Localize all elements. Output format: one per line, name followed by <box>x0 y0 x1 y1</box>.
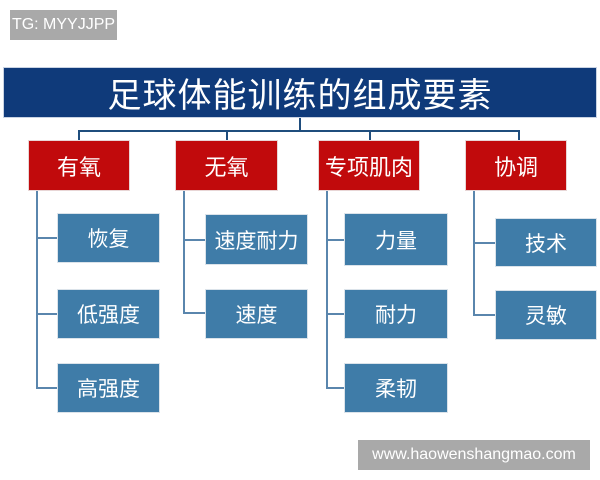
item-label: 恢复 <box>87 227 130 251</box>
item-speed: 速度 <box>205 289 308 339</box>
item-high-intensity: 高强度 <box>57 363 160 413</box>
item-agility: 灵敏 <box>495 290 597 340</box>
connector-branch <box>183 239 205 241</box>
watermark-website: www.haowenshangmao.com <box>358 440 590 470</box>
item-label: 速度 <box>235 303 278 327</box>
connector-vertical-coordination <box>473 191 475 316</box>
item-recovery: 恢复 <box>57 213 160 263</box>
item-label: 柔韧 <box>375 377 417 401</box>
item-endurance: 耐力 <box>344 289 448 339</box>
connector-drop-1 <box>78 130 80 140</box>
category-label: 有氧 <box>56 155 101 181</box>
watermark-telegram: TG: MYYJJPP <box>10 10 117 40</box>
connector-branch <box>36 237 57 239</box>
connector-vertical-muscle <box>326 191 328 389</box>
connector-branch <box>326 239 344 241</box>
connector-drop-3 <box>369 130 371 140</box>
item-label: 技术 <box>525 231 567 256</box>
category-label: 协调 <box>493 155 538 181</box>
item-label: 高强度 <box>77 377 140 401</box>
item-label: 速度耐力 <box>214 228 299 253</box>
connector-branch <box>326 387 344 389</box>
connector-branch <box>183 312 205 314</box>
connector-vertical-anaerobic <box>183 191 185 314</box>
item-label: 力量 <box>375 228 417 253</box>
category-specific-muscle: 专项肌肉 <box>318 140 420 191</box>
category-label: 专项肌肉 <box>324 155 413 181</box>
connector-title-stem <box>299 118 301 131</box>
category-coordination: 协调 <box>465 140 567 191</box>
category-label: 无氧 <box>204 155 249 181</box>
item-label: 耐力 <box>375 303 417 327</box>
category-aerobic: 有氧 <box>28 140 130 191</box>
item-label: 低强度 <box>77 303 140 327</box>
connector-branch <box>326 313 344 315</box>
item-strength: 力量 <box>344 213 448 266</box>
diagram-title: 足球体能训练的组成要素 <box>3 67 597 118</box>
item-technique: 技术 <box>495 218 597 267</box>
connector-horizontal-bus <box>78 130 520 132</box>
item-label: 灵敏 <box>525 304 567 328</box>
connector-branch <box>473 314 495 316</box>
connector-drop-2 <box>226 130 228 140</box>
connector-branch <box>36 313 57 315</box>
item-speed-endurance: 速度耐力 <box>205 214 308 265</box>
connector-vertical-aerobic <box>36 191 38 389</box>
category-anaerobic: 无氧 <box>175 140 278 191</box>
connector-branch <box>473 242 495 244</box>
connector-branch <box>36 387 57 389</box>
connector-drop-4 <box>518 130 520 140</box>
item-flexibility: 柔韧 <box>344 363 448 413</box>
item-low-intensity: 低强度 <box>57 289 160 339</box>
